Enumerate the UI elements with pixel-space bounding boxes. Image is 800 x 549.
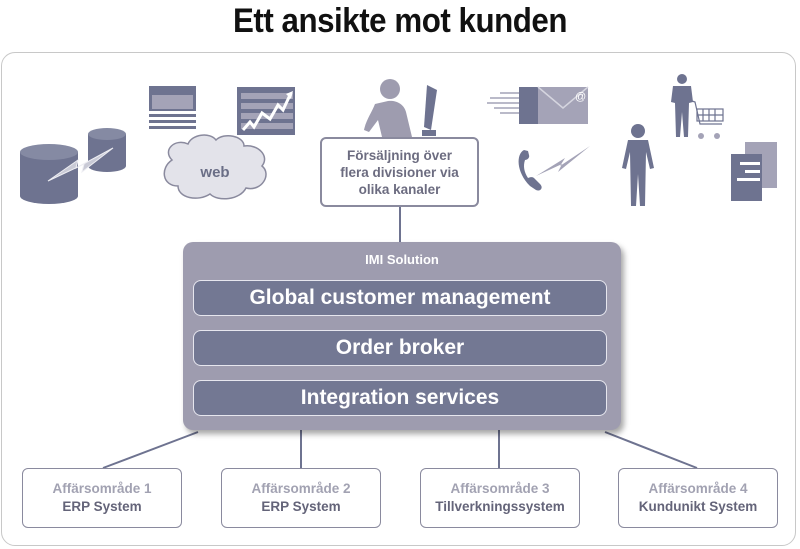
connectors xyxy=(102,207,698,469)
email-icon: @ xyxy=(487,86,589,124)
chart-icon xyxy=(237,87,295,135)
system-box-1: Affärsområde 1 ERP System xyxy=(22,468,182,528)
person-icon xyxy=(622,124,654,206)
sales-channels-callout: Försäljning över flera divisioner via ol… xyxy=(320,137,479,207)
system-name: ERP System xyxy=(261,499,341,514)
connector-system-1 xyxy=(102,431,199,469)
system-area: Affärsområde 4 xyxy=(648,481,748,496)
callout-line-1: Försäljning över xyxy=(346,148,453,163)
web-cloud-icon: web xyxy=(163,134,267,200)
web-page-icon xyxy=(149,86,196,129)
system-box-4: Affärsområde 4 Kundunikt System xyxy=(618,468,778,528)
system-box-2: Affärsområde 2 ERP System xyxy=(221,468,381,528)
system-name: Kundunikt System xyxy=(638,499,758,514)
documents-icon xyxy=(731,142,777,201)
system-area: Affärsområde 2 xyxy=(251,481,351,496)
layer-order-broker: Order broker xyxy=(193,330,607,366)
system-name: ERP System xyxy=(62,499,142,514)
web-label: web xyxy=(199,164,229,181)
diagram-title: Ett ansikte mot kunden xyxy=(232,2,568,40)
system-area: Affärsområde 1 xyxy=(52,481,152,496)
at-sign: @ xyxy=(575,91,586,103)
salesperson-icon xyxy=(364,79,437,137)
layer-global-customer-management: Global customer management xyxy=(193,280,607,316)
database-icon xyxy=(20,128,126,204)
system-name: Tillverkningssystem xyxy=(435,499,565,514)
system-area: Affärsområde 3 xyxy=(450,481,550,496)
connector-system-4 xyxy=(604,431,698,469)
shopper-cart-icon xyxy=(671,74,724,139)
system-box-3: Affärsområde 3 Tillverkningssystem xyxy=(420,468,580,528)
phone-icon xyxy=(518,146,590,191)
layer-integration-services: Integration services xyxy=(193,380,607,416)
callout-line-2: flera divisioner via xyxy=(340,165,459,180)
imi-solution-box: IMI Solution Global customer management … xyxy=(183,242,621,430)
callout-line-3: olika kanaler xyxy=(358,182,441,197)
imi-solution-label: IMI Solution xyxy=(365,252,439,267)
